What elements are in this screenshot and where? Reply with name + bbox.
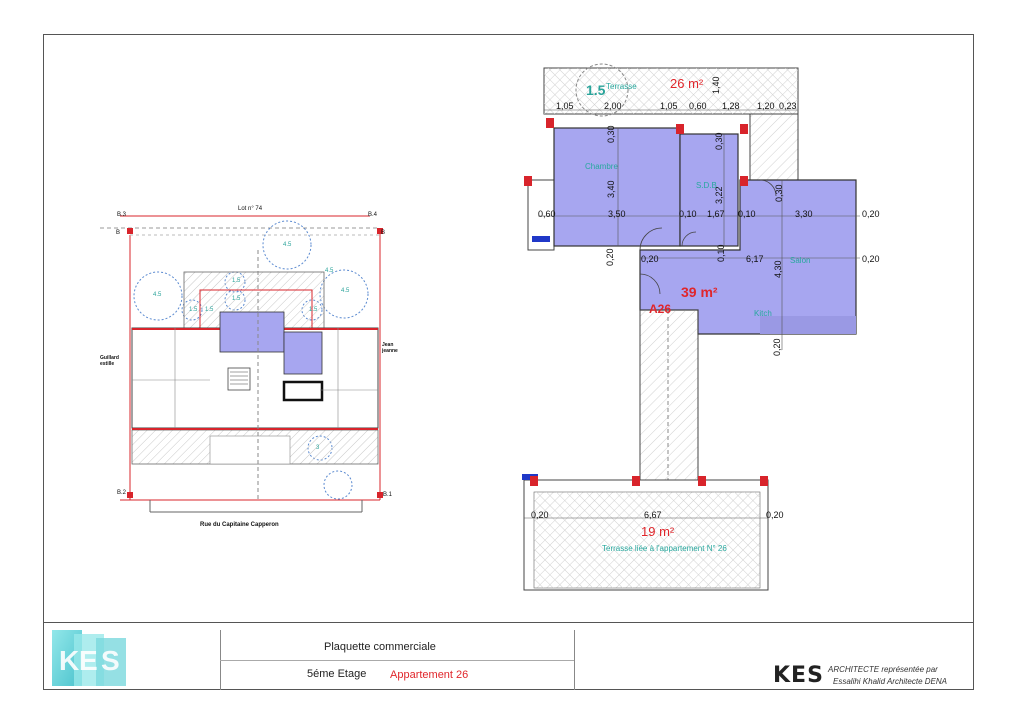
title-block xyxy=(43,622,974,691)
tree-circle xyxy=(575,63,629,117)
room-chambre xyxy=(553,127,681,247)
room-sdb xyxy=(679,133,739,247)
tree-circle xyxy=(133,271,183,321)
dim-row-1: 3,50 xyxy=(608,209,626,219)
floor-text: 5éme Etage xyxy=(307,668,367,680)
sheet-frame xyxy=(43,34,974,690)
dim-top-6: 0,23 xyxy=(779,101,797,111)
apartment-area: 39 m² xyxy=(681,284,718,300)
dim-terrace-bottom-1: 6,67 xyxy=(644,510,662,520)
stairwell xyxy=(227,367,251,391)
dim-terrace-bottom-0: 0,20 xyxy=(531,510,549,520)
dim-lower-1: 6,17 xyxy=(746,254,764,264)
dim-vertical-4: 0,30 xyxy=(774,184,784,202)
unit-highlight xyxy=(219,311,285,353)
terrace-top-label: Terrasse xyxy=(606,82,637,91)
room-label-kitch: Kitch xyxy=(754,309,772,318)
dim-top-1: 2,00 xyxy=(604,101,622,111)
title-block-divider xyxy=(574,630,575,690)
dim-row-2: 0,10 xyxy=(679,209,697,219)
dim-top-0: 1,05 xyxy=(556,101,574,111)
architect-line-1: ARCHITECTE représentée par xyxy=(828,665,938,674)
marker-b-right: B xyxy=(381,230,386,236)
dim-top-2: 1,05 xyxy=(660,101,678,111)
marker-b4: B.4 xyxy=(368,212,378,218)
dim-vertical-5: 0,10 xyxy=(716,244,726,262)
marker-b3: B.3 xyxy=(117,212,127,218)
tree-label: 4.5 xyxy=(153,292,162,298)
neighbor-left: Guillard estille xyxy=(100,355,119,367)
tree-label: 1.5 xyxy=(205,307,214,313)
dim-bottom-vertical: 0,20 xyxy=(772,338,782,356)
kes-logo-icon: K E S xyxy=(52,630,126,686)
dim-top-3: 0,60 xyxy=(689,101,707,111)
terrace-bottom-label: Terrasse liée à l'appartement N° 26 xyxy=(602,544,727,553)
room-label-sdb: S.D.B xyxy=(696,181,717,190)
room-label-salon: Salon xyxy=(790,256,811,265)
room-label-chambre: Chambre xyxy=(585,162,618,171)
svg-text:S: S xyxy=(101,645,120,676)
corridor xyxy=(639,309,699,481)
tree-label: 3 xyxy=(316,445,320,451)
dim-top-vertical: 1,40 xyxy=(711,76,721,94)
dim-vertical-2: 0,30 xyxy=(714,132,724,150)
dim-vertical-6: 4,30 xyxy=(773,260,783,278)
dim-vertical-1: 3,40 xyxy=(606,180,616,198)
marker-b2: B.2 xyxy=(117,490,127,496)
dim-row-5: 3,30 xyxy=(795,209,813,219)
terrace-top-area: 26 m² xyxy=(670,76,704,91)
dim-top-4: 1,28 xyxy=(722,101,740,111)
key-plan xyxy=(100,215,383,513)
dim-row-3: 1,67 xyxy=(707,209,725,219)
apartment-text: Appartement 26 xyxy=(390,669,469,681)
dim-row-6: 0,20 xyxy=(862,209,880,219)
dim-row-4: 0,10 xyxy=(738,209,756,219)
tree-label: 1.5 xyxy=(189,307,198,313)
dim-lower-0: 0,20 xyxy=(605,248,615,266)
tree-label: 4.5 xyxy=(325,268,334,274)
kes-logo-text: K xyxy=(59,645,79,676)
marker-b-left: B xyxy=(116,230,121,236)
apartment-plan xyxy=(522,63,860,591)
lot-label: Lot n° 74 xyxy=(238,206,263,212)
tree-label: 1.5 xyxy=(232,296,241,302)
title-block-rule xyxy=(220,660,574,661)
architect-line-2: Essalihi Khalid Architecte DENA xyxy=(833,677,947,686)
dim-vertical-0: 0,30 xyxy=(606,125,616,143)
tree-label: 4.5 xyxy=(283,242,292,248)
neighbor-right: Jean jeanne xyxy=(382,342,398,354)
tree-label: 1.5 xyxy=(309,307,318,313)
dim-vertical-3: 3,22 xyxy=(714,186,724,204)
terrace-bottom-area: 19 m² xyxy=(641,524,675,539)
tree-label: 1.5 xyxy=(232,278,241,284)
elevator xyxy=(282,380,324,402)
tree-label: 1.5 xyxy=(586,82,606,98)
marker-b1: B.1 xyxy=(383,492,393,498)
firm-logo: KES xyxy=(773,663,824,688)
tree-circle xyxy=(319,269,369,319)
dim-lower-2: 0,20 xyxy=(862,254,880,264)
tree-circle xyxy=(262,220,312,270)
apartment-id: A26 xyxy=(649,302,672,316)
dim-top-5: 1,20 xyxy=(757,101,775,111)
dim-terrace-bottom-2: 0,20 xyxy=(766,510,784,520)
title-text: Plaquette commerciale xyxy=(324,641,436,653)
dim-row-0: 0,60 xyxy=(538,209,556,219)
tree-label: 4.5 xyxy=(341,288,350,294)
svg-text:E: E xyxy=(79,645,98,676)
street-label: Rue du Capitaine Capperon xyxy=(200,522,279,528)
dim-lower-left: 0,20 xyxy=(641,254,659,264)
